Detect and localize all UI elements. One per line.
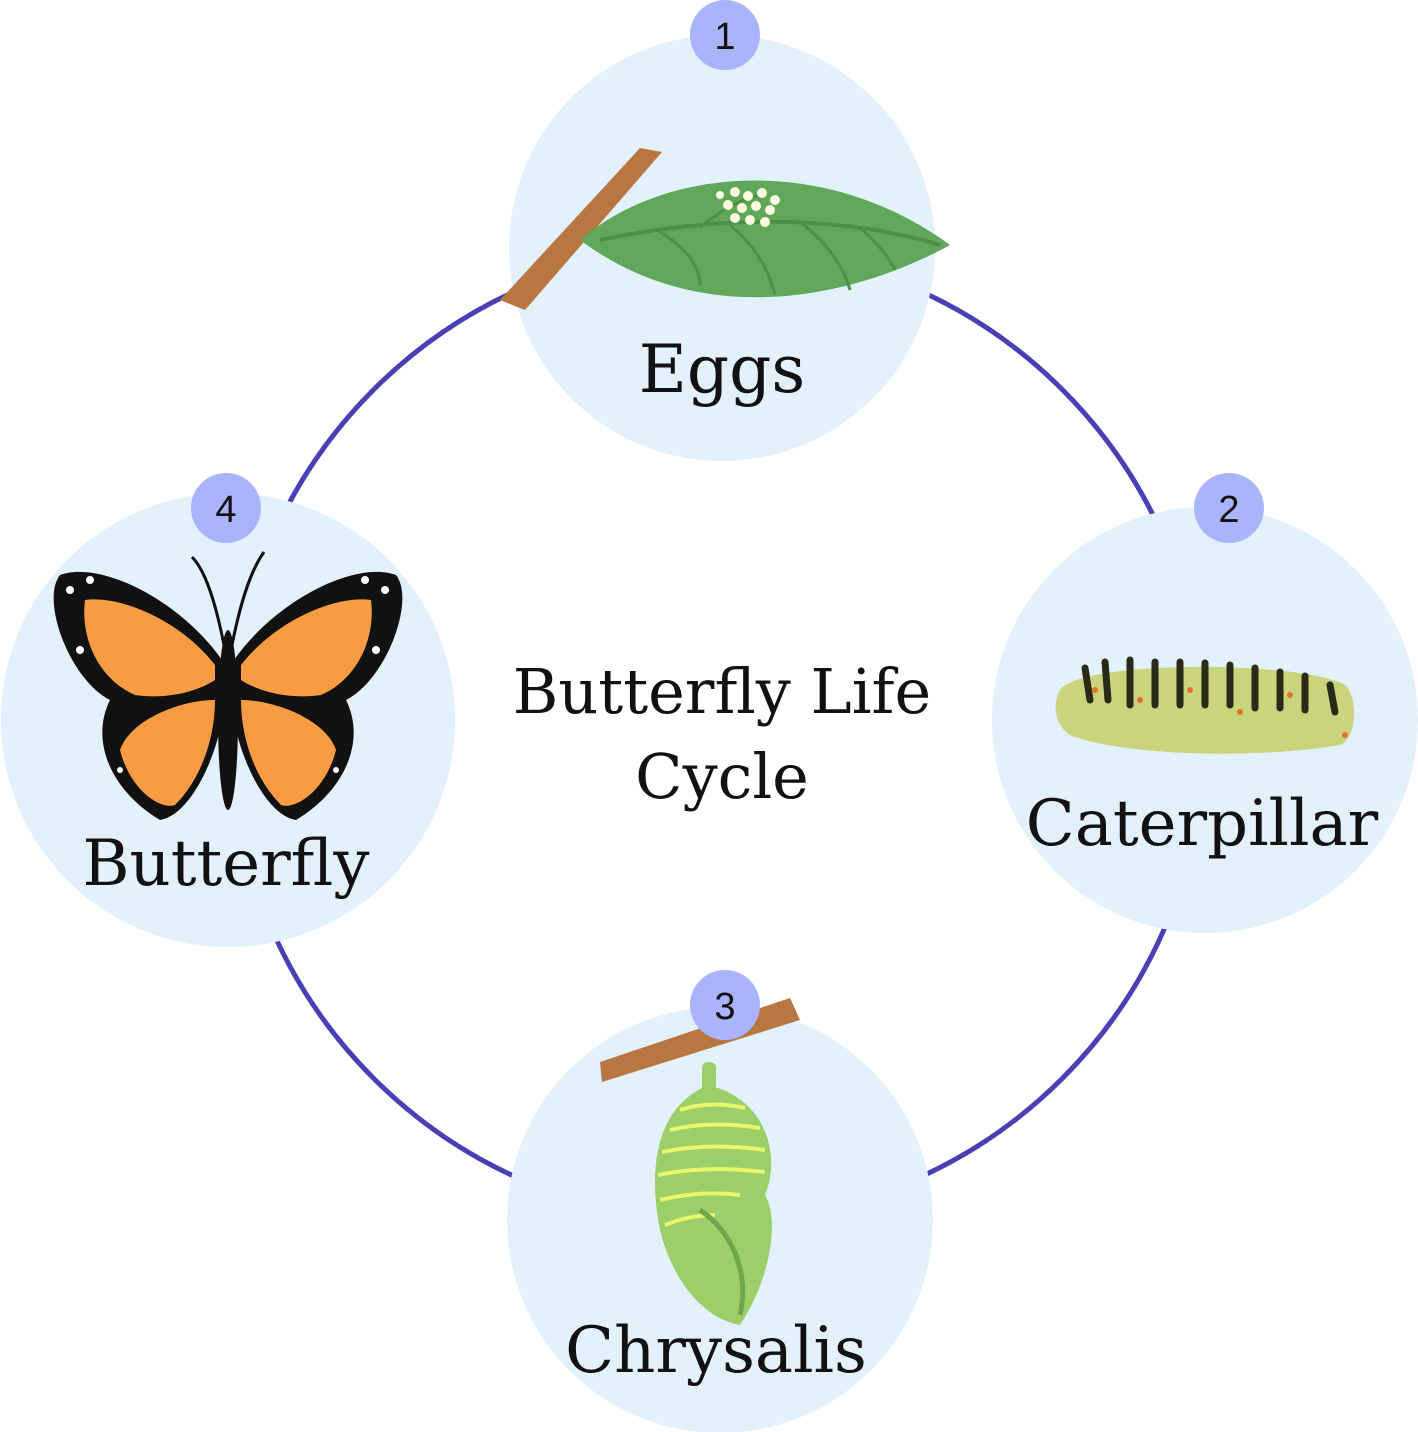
badge-number-4: 4 (215, 489, 236, 531)
badge-number-2: 2 (1218, 489, 1239, 531)
badge-number-3: 3 (714, 986, 735, 1028)
stage-butterfly: Butterfly 4 (1, 473, 455, 947)
stage-eggs: Eggs 1 (500, 0, 950, 461)
badge-3 (690, 970, 760, 1040)
caterpillar-icon (1055, 656, 1355, 754)
stage-label-butterfly: Butterfly (83, 827, 370, 901)
stage-label-chrysalis: Chrysalis (565, 1314, 867, 1388)
stage-label-eggs: Eggs (639, 331, 806, 408)
butterfly-icon (53, 551, 403, 820)
badge-4 (191, 473, 261, 543)
badge-number-1: 1 (714, 16, 735, 58)
diagram-title-line-1: Butterfly Life (513, 655, 931, 728)
leaf-with-eggs-icon (500, 148, 950, 310)
badge-2 (1194, 473, 1264, 543)
diagram-title-line-2: Cycle (635, 740, 809, 813)
stage-chrysalis: Chrysalis 3 (507, 970, 933, 1432)
stage-caterpillar: Caterpillar 2 (992, 473, 1418, 933)
stage-label-caterpillar: Caterpillar (1026, 787, 1379, 861)
badge-1 (690, 0, 760, 70)
